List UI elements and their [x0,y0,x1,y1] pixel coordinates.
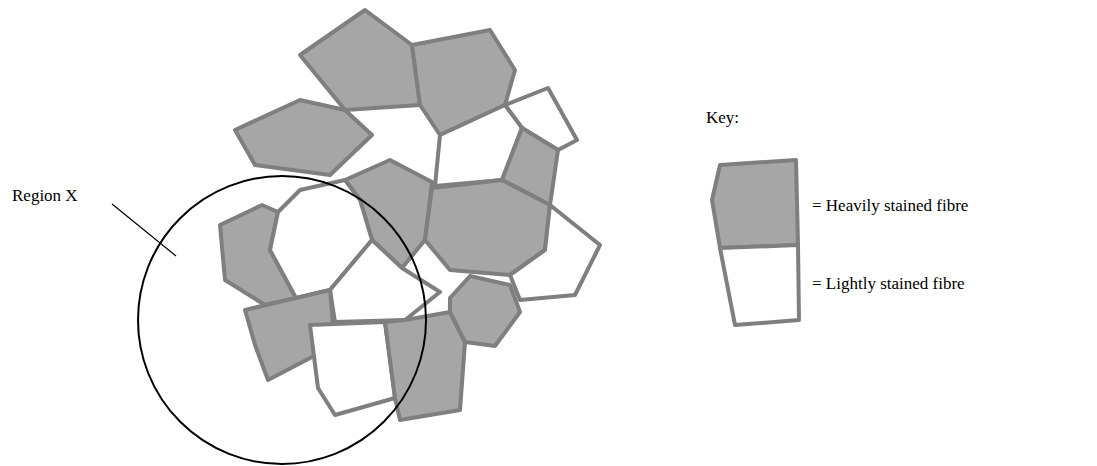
region-circle [138,176,426,464]
heavy-fibre [235,100,372,175]
swatch-shape [720,245,799,325]
heavy-fibre [300,10,420,110]
key-heading: Key: [706,108,739,128]
legend-text: = Lightly stained fibre [812,274,965,294]
light-fibre [310,322,395,415]
light-fibre [510,205,600,300]
region-label: Region X [12,186,78,206]
swatch-shape [712,160,798,248]
legend-text: = Heavily stained fibre [812,196,968,216]
heavy-fibre [450,276,520,346]
legend-swatch [708,248,808,348]
legend-swatch [708,155,808,255]
light-fibre [330,240,440,322]
leader-line [112,204,176,256]
